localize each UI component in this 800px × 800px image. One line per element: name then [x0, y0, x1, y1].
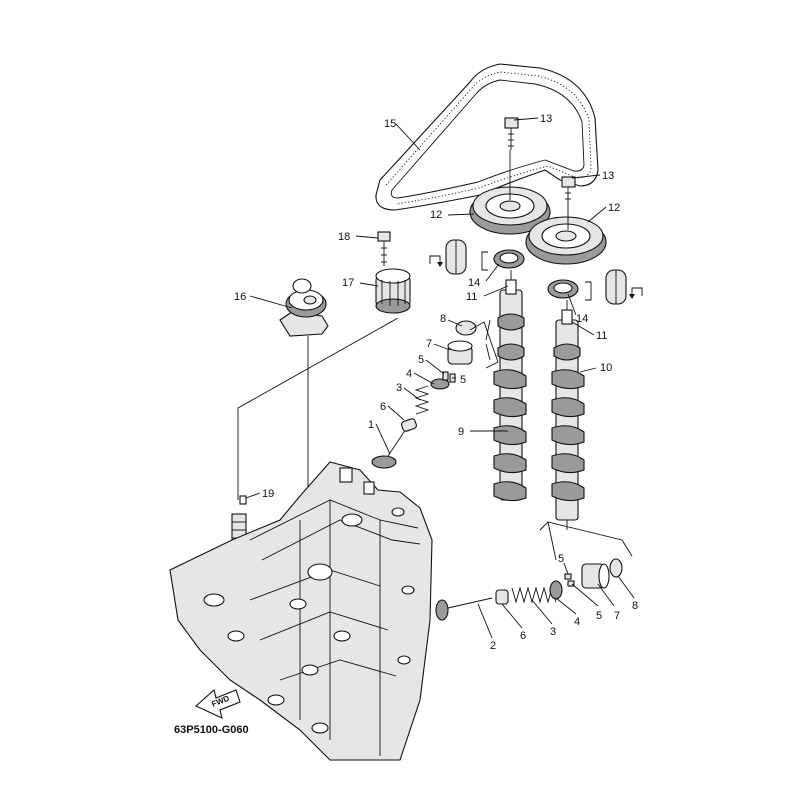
callout-17: 17 — [342, 277, 354, 289]
shim-left — [455, 320, 477, 336]
camshaft-pulley-lower — [525, 206, 607, 265]
camshaft-pulley-bolt-lower — [561, 176, 576, 206]
callout-2: 2 — [490, 640, 496, 652]
callout-14-left: 14 — [468, 277, 480, 289]
callout-15: 15 — [384, 118, 396, 130]
valve-group-bracket-right — [539, 521, 633, 561]
timing-belt — [375, 63, 599, 211]
callout-5-right-lower: 5 — [596, 610, 602, 622]
callout-3-right: 3 — [550, 626, 556, 638]
callout-5-right-upper: 5 — [558, 553, 564, 565]
callout-14-right: 14 — [576, 313, 588, 325]
callout-11-right: 11 — [596, 330, 607, 342]
spring-retainer-right — [549, 580, 563, 600]
callout-5-left-lower: 5 — [460, 374, 466, 386]
oil-seal-left — [493, 249, 525, 269]
belt-tensioner — [279, 278, 329, 337]
valve-stem-seal-left — [401, 418, 417, 432]
callout-8-right: 8 — [632, 600, 638, 612]
spring-retainer-left — [430, 378, 450, 390]
callout-12-lower: 12 — [608, 202, 620, 214]
seal-install-detail-right — [585, 269, 643, 305]
callout-13-lower: 13 — [602, 170, 614, 182]
callout-labels: 15 13 13 12 12 18 17 16 14 14 11 11 8 7 … — [234, 113, 638, 652]
bolt-18 — [377, 231, 391, 266]
callout-8-left: 8 — [440, 313, 446, 325]
callout-11-left: 11 — [466, 291, 477, 303]
callout-3-left: 3 — [396, 382, 402, 394]
callout-4-right: 4 — [574, 616, 580, 628]
oil-seal-right — [547, 279, 579, 299]
camshaft-pulley-upper — [469, 150, 551, 235]
engine-block — [169, 461, 433, 761]
valve-lifter-right — [581, 563, 610, 589]
callout-19: 19 — [262, 488, 274, 500]
valve-spring-left — [414, 385, 430, 415]
callout-10: 10 — [600, 362, 612, 374]
callout-5-left-upper: 5 — [418, 354, 424, 366]
forward-arrow-icon: FWD — [195, 688, 241, 719]
callout-7-right: 7 — [614, 610, 620, 622]
camshaft-pulley-bolt-upper — [504, 117, 519, 150]
callout-13-upper: 13 — [540, 113, 552, 125]
valve-spring-right — [511, 586, 557, 604]
valve-group-bracket-left — [469, 321, 499, 369]
intake-camshaft — [485, 270, 527, 502]
exhaust-camshaft — [551, 300, 585, 530]
callout-18: 18 — [338, 231, 350, 243]
callout-1: 1 — [368, 419, 374, 431]
callout-6-left: 6 — [380, 401, 386, 413]
shim-right — [609, 558, 623, 578]
seal-install-detail-left — [429, 239, 488, 275]
callout-7-left: 7 — [426, 338, 432, 350]
drawing-number: 63P5100-G060 — [174, 724, 249, 736]
valve-lifter-left — [447, 340, 473, 365]
valve-intake — [371, 425, 409, 469]
callout-16: 16 — [234, 291, 246, 303]
callout-9: 9 — [458, 426, 464, 438]
callout-12-upper: 12 — [430, 209, 442, 221]
valve-stem-seal-right — [495, 589, 509, 605]
callout-6-right: 6 — [520, 630, 526, 642]
callout-4-left: 4 — [406, 368, 412, 380]
drive-sprocket — [375, 268, 411, 314]
valve-exhaust — [435, 597, 493, 621]
callout-leaders — [245, 117, 635, 639]
valve-cotter-left — [442, 371, 456, 383]
